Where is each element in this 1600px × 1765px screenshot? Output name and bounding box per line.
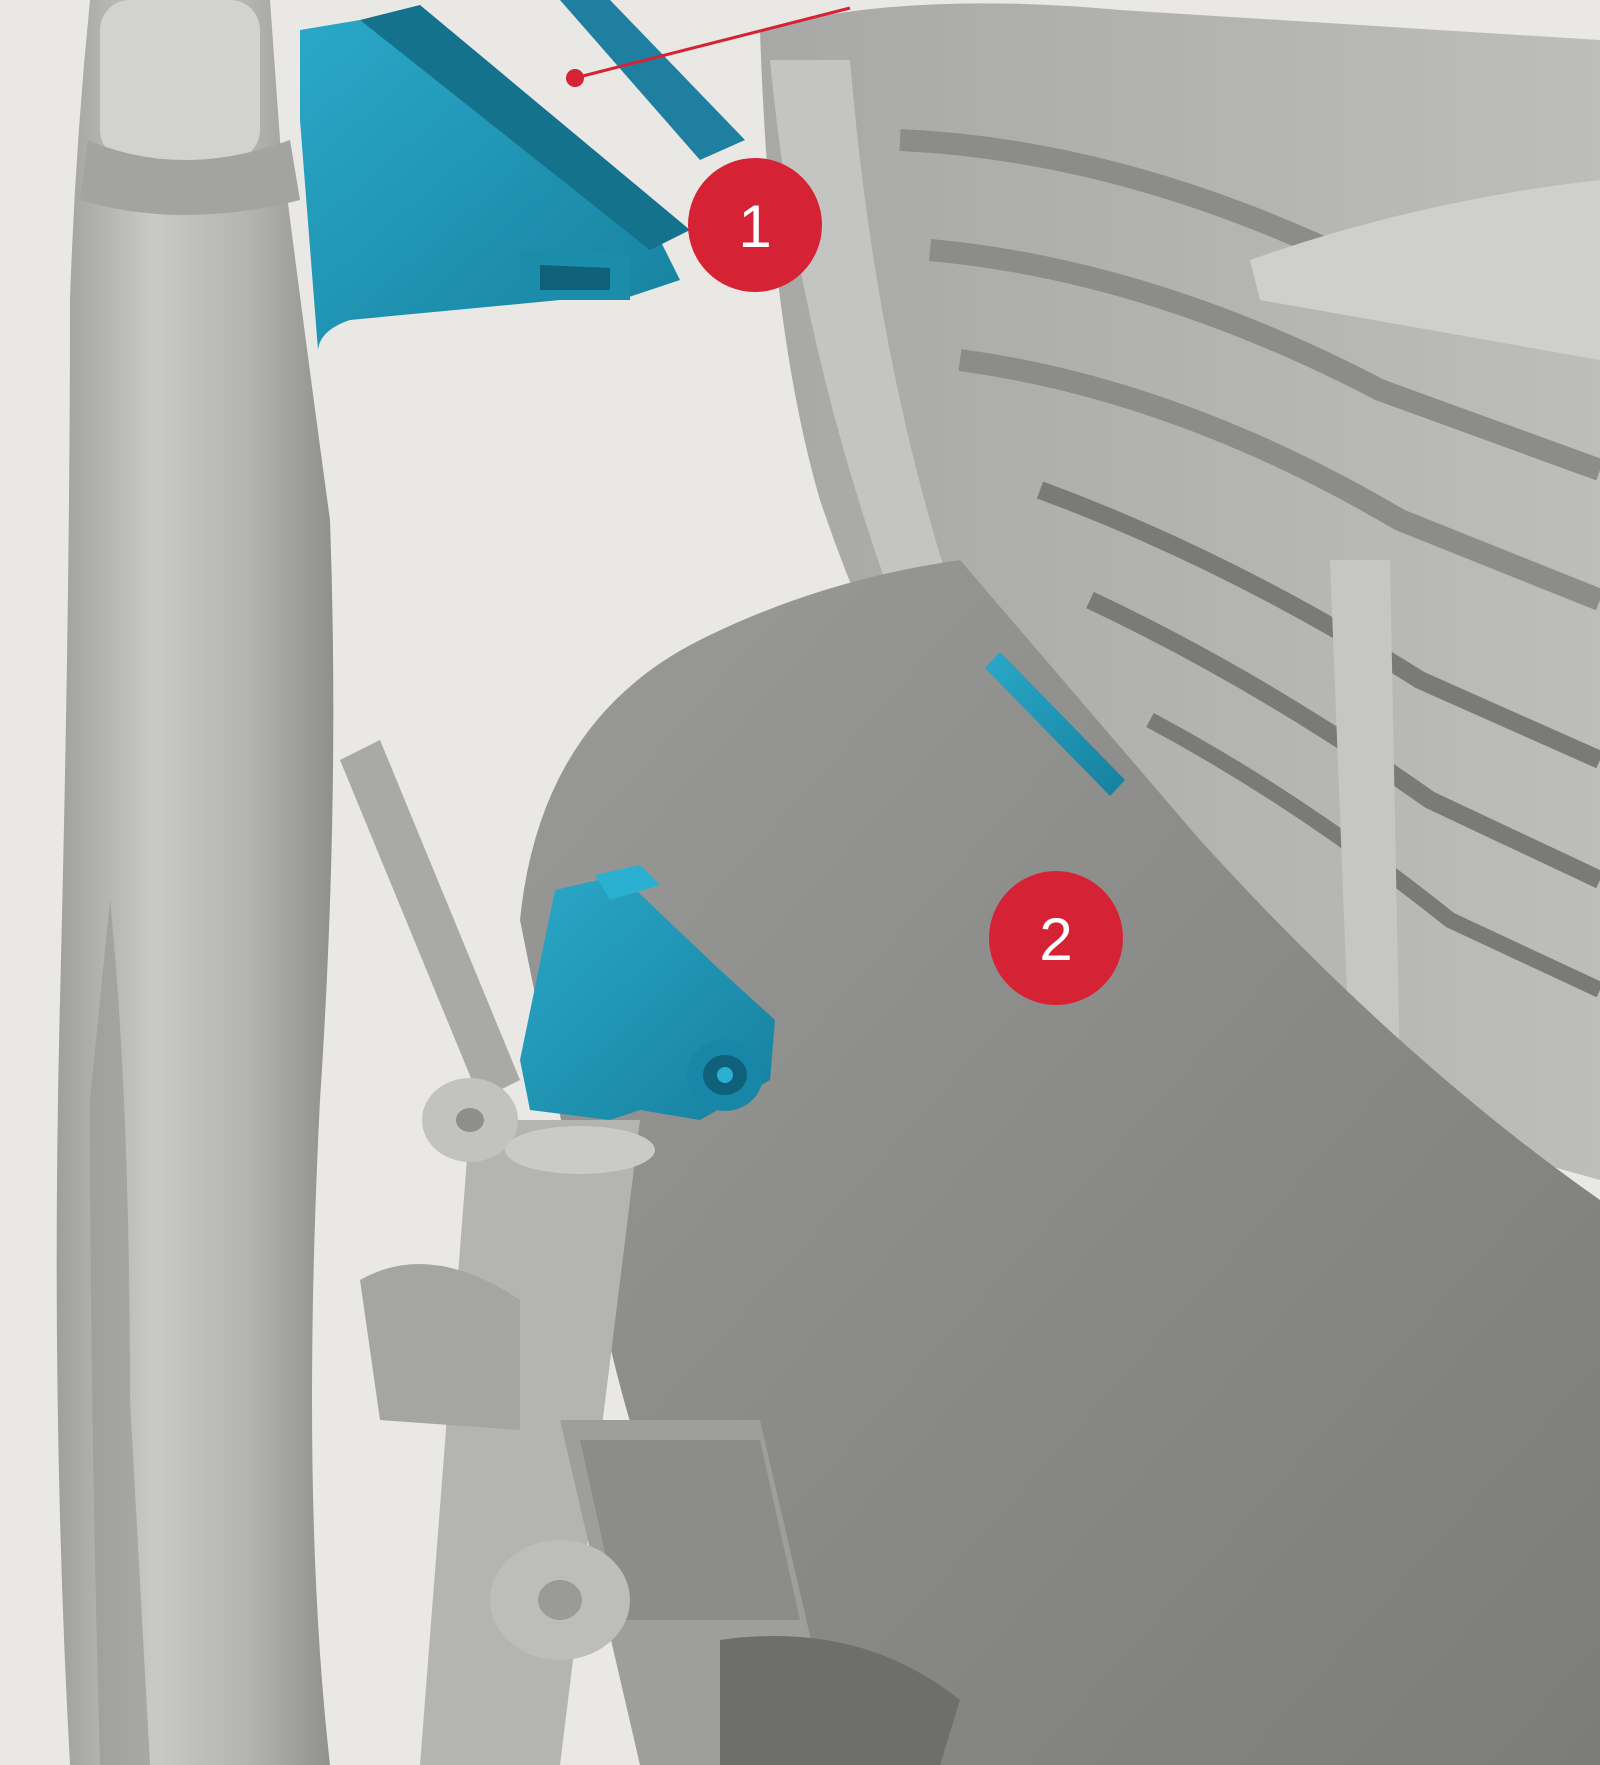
callout-1: 1: [688, 158, 822, 292]
callout-2-number: 2: [1039, 906, 1072, 973]
callout-2: 2: [989, 871, 1123, 1005]
chair-frame-post: [57, 0, 334, 1765]
callout-1-number: 1: [738, 193, 771, 260]
callout-1-leader-dot: [566, 69, 584, 87]
hinge-ring: [505, 1126, 655, 1174]
